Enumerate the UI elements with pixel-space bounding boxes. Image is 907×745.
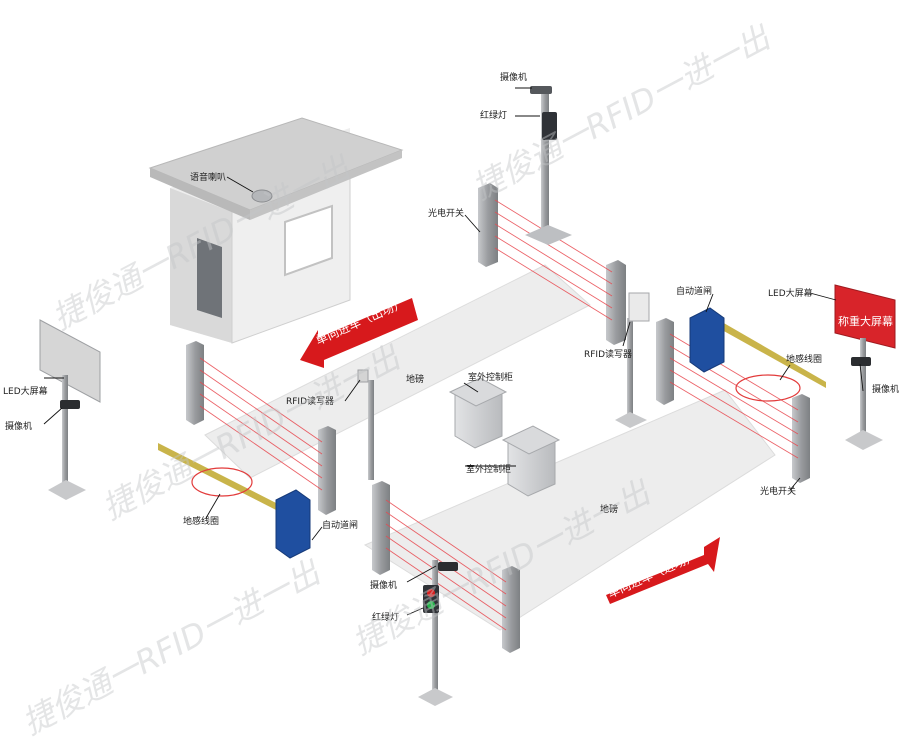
entry-arrow-label: 单向进车（进场）	[605, 548, 699, 601]
watermark-4: 捷俊通一RFID一进一出	[16, 552, 328, 741]
light-bottom-label: 红绿灯	[372, 611, 399, 623]
loop-right-label: 地感线圈	[786, 353, 822, 365]
scale-top-label: 地磅	[406, 373, 424, 385]
rfid-reader-right	[615, 292, 650, 428]
camera-icon	[60, 400, 80, 409]
watermark-3: 捷俊通一RFID一进一出	[96, 337, 408, 527]
photo-switch-right-label: 光电开关	[760, 485, 796, 497]
photo-switch-top-label: 光电开关	[428, 207, 464, 219]
leader-lines	[43, 87, 864, 616]
traffic-light-icon	[423, 585, 439, 613]
cabinet-top	[448, 377, 508, 449]
auto-gate-right-label: 自动道闸	[676, 285, 712, 297]
loop-left-label: 地感线圈	[183, 515, 219, 527]
photo-switch-top	[478, 183, 626, 345]
traffic-light-icon	[542, 112, 557, 140]
rfid-right-label: RFID读写器	[584, 348, 632, 360]
photo-switch-left	[186, 341, 336, 515]
labels-layer: 语音喇叭 摄像机 红绿灯 光电开关 LED大屏幕 自动道闸 RFID读写器 地感…	[3, 71, 899, 623]
screen-text: 称重大屏幕	[838, 314, 893, 328]
led-screen-left	[39, 319, 101, 500]
camera-bottom-label: 摄像机	[370, 579, 397, 591]
loop-left	[191, 467, 253, 497]
led-right-label: LED大屏幕	[768, 287, 813, 299]
guard-house-door	[197, 238, 222, 318]
camera-top-label: 摄像机	[500, 71, 527, 83]
speaker-icon	[251, 189, 273, 203]
rfid-reader-center	[357, 369, 374, 480]
camera-left-label: 摄像机	[5, 420, 32, 432]
camera-icon	[530, 86, 552, 94]
led-screen-right: 称重大屏幕	[834, 284, 896, 450]
scale-bottom-label: 地磅	[600, 503, 618, 515]
photo-switch-right	[656, 318, 810, 483]
watermark-2: 捷俊通一RFID一进一出	[466, 17, 778, 207]
camera-icon	[438, 562, 458, 571]
speaker-label: 语音喇叭	[190, 171, 226, 183]
light-top-label: 红绿灯	[480, 109, 507, 121]
auto-gate-left-label: 自动道闸	[322, 519, 358, 531]
led-left-label: LED大屏幕	[3, 385, 48, 397]
photo-switch-bottom	[372, 481, 520, 653]
camera-icon	[851, 357, 871, 366]
camera-right-label: 摄像机	[872, 383, 899, 395]
auto-gate-left	[158, 443, 311, 559]
weighbridge-top	[204, 264, 591, 479]
guard-house-window	[284, 204, 333, 277]
weighbridge-bottom	[363, 389, 776, 631]
auto-gate-right	[689, 307, 826, 402]
cabinet-bottom	[501, 425, 561, 497]
traffic-light-bottom	[418, 560, 458, 706]
rfid-center-label: RFID读写器	[286, 395, 334, 407]
loop-right	[735, 374, 801, 402]
camera-light-pole-top	[525, 86, 572, 245]
cabinet-bottom-label: 室外控制柜	[466, 463, 511, 475]
cabinet-top-label: 室外控制柜	[468, 371, 513, 383]
guard-house	[148, 117, 404, 344]
